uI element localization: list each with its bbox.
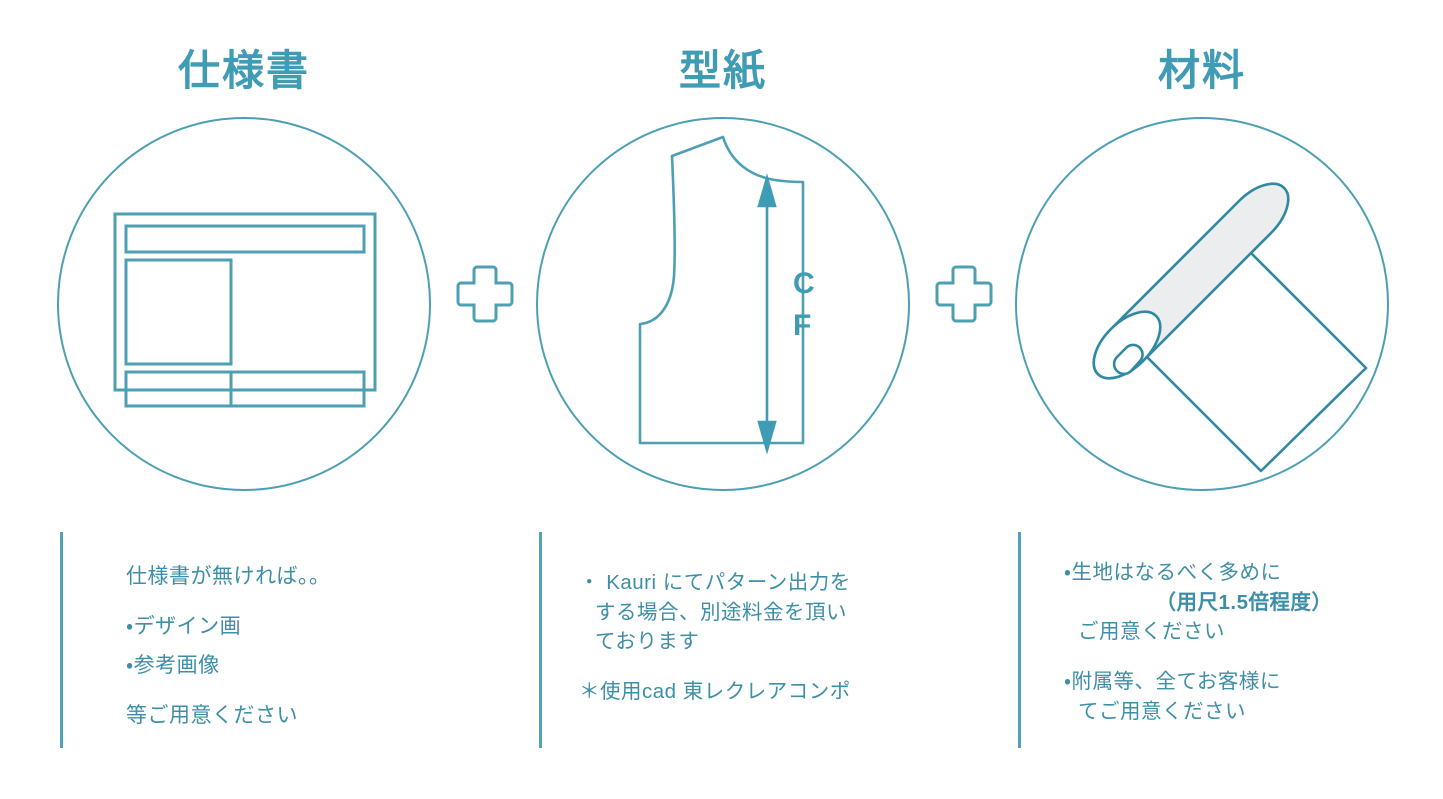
- spec-lead-text: 仕様書が無ければ。。: [126, 565, 331, 588]
- section-heading-spec-sheet: 仕様書: [177, 47, 310, 94]
- center-front-label-f: F: [793, 309, 811, 342]
- pattern-bullet-block: ・ Kauri にてパターン出力を する場合、別途料金を頂い ております: [579, 568, 939, 657]
- materials-yardage-note: （用尺1.5倍程度）: [1155, 590, 1333, 614]
- section-heading-pattern-paper: 型紙: [678, 47, 767, 94]
- bodice-pattern-icon: [638, 135, 805, 445]
- materials-bullet-2: ・附属等、全てお客様に てご用意ください: [1064, 667, 1424, 726]
- materials-bullet-1: ・生地はなるべく多めに （用尺1.5倍程度） ご用意ください: [1064, 558, 1424, 647]
- spec-bullet-2: ・参考画像: [126, 653, 220, 677]
- icon-circle-materials: [1014, 116, 1390, 492]
- pattern-bullet-line-3: ております: [595, 630, 700, 654]
- section-heading-materials: 材料: [1157, 47, 1246, 94]
- notes-column-spec-sheet: 仕様書が無ければ。。 ・デザイン画 ・参考画像 等ご用意ください: [58, 530, 478, 752]
- document-layout-icon: [113, 212, 377, 408]
- materials-bullet-1-line-1: ・生地はなるべく多めに: [1064, 561, 1282, 584]
- plus-icon: [935, 265, 993, 323]
- center-front-arrow: [757, 173, 777, 455]
- circle-outline: [536, 117, 910, 491]
- circle-outline: [57, 117, 431, 491]
- spec-bullet-1: ・デザイン画: [126, 615, 242, 639]
- pattern-cad-note: ＊使用cad 東レクレアコンポ: [579, 680, 851, 704]
- pattern-bullet-line-2: する場合、別途料金を頂い: [595, 600, 847, 624]
- notes-body-materials: ・生地はなるべく多めに （用尺1.5倍程度） ご用意ください ・附属等、全てお客…: [1064, 558, 1424, 727]
- column-divider-rule: [1018, 532, 1021, 748]
- notes-body-spec-sheet: 仕様書が無ければ。。 ・デザイン画 ・参考画像 等ご用意ください: [126, 562, 486, 732]
- separator-plus-2: [934, 264, 994, 324]
- column-divider-rule: [539, 532, 542, 748]
- notes-column-materials: ・生地はなるべく多めに （用尺1.5倍程度） ご用意ください ・附属等、全てお客…: [1016, 530, 1436, 752]
- pattern-bullet-line-1: ・ Kauri にてパターン出力を: [579, 571, 851, 594]
- spec-closing-text: 等ご用意ください: [126, 704, 298, 728]
- notes-column-pattern-paper: ・ Kauri にてパターン出力を する場合、別途料金を頂い ております ＊使用…: [537, 530, 957, 752]
- materials-bullet-2-line-1: ・附属等、全てお客様に: [1064, 670, 1281, 694]
- fabric-roll-icon: [1092, 182, 1368, 473]
- plus-icon: [456, 265, 514, 323]
- materials-bullet-1-line-3: ご用意ください: [1078, 620, 1225, 644]
- notes-body-pattern-paper: ・ Kauri にてパターン出力を する場合、別途料金を頂い ております ＊使用…: [579, 568, 939, 707]
- center-front-label-c: C: [793, 267, 815, 300]
- separator-plus-1: [455, 264, 515, 324]
- column-divider-rule: [60, 532, 63, 748]
- materials-bullet-2-line-2: てご用意ください: [1078, 699, 1246, 723]
- circle-outline: [1015, 117, 1389, 491]
- icon-circle-spec-sheet: [56, 116, 432, 492]
- icon-circle-pattern-paper: C F: [535, 116, 911, 492]
